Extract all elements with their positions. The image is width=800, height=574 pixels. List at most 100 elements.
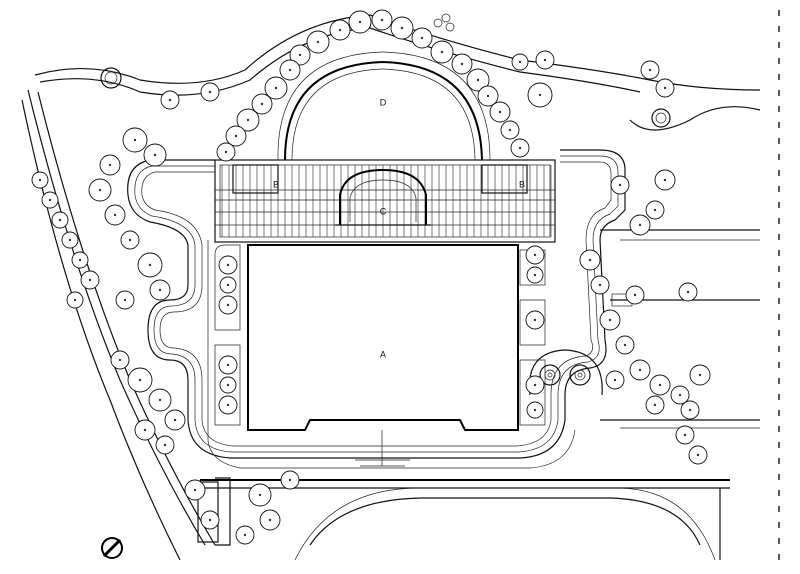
tree-trunk bbox=[338, 28, 342, 32]
label-d: D bbox=[380, 97, 387, 107]
tree-trunk bbox=[696, 453, 700, 457]
tree-trunk bbox=[168, 98, 172, 102]
tree-trunk bbox=[460, 62, 464, 66]
tree-trunk bbox=[73, 298, 77, 302]
tree-trunk bbox=[648, 68, 652, 72]
tree-trunk bbox=[274, 86, 278, 90]
tree-trunk bbox=[380, 18, 384, 22]
tree-trunk bbox=[686, 290, 690, 294]
tree-trunk bbox=[113, 213, 117, 217]
tree-trunk bbox=[508, 128, 512, 132]
tree-trunk bbox=[400, 26, 404, 30]
tree-trunk bbox=[158, 398, 162, 402]
tree-trunk bbox=[173, 418, 177, 422]
apse-d bbox=[277, 51, 491, 161]
planting-beds bbox=[214, 244, 546, 426]
tree-trunk bbox=[358, 20, 362, 24]
tree-trunk bbox=[234, 134, 238, 138]
tree-trunk bbox=[243, 533, 247, 537]
tree-trunk bbox=[663, 178, 667, 182]
tree-trunk bbox=[58, 218, 62, 222]
tree-trunk bbox=[143, 428, 147, 432]
tree-trunk bbox=[698, 373, 702, 377]
central-lawn-a bbox=[247, 244, 519, 467]
tree-trunk bbox=[678, 393, 682, 397]
outer-road bbox=[21, 14, 761, 561]
tree-trunk bbox=[98, 188, 102, 192]
deck-band bbox=[214, 159, 556, 243]
tree-trunk bbox=[533, 253, 537, 257]
tree-trunk bbox=[226, 403, 230, 407]
tree-trunk bbox=[48, 198, 52, 202]
tree-trunk bbox=[208, 90, 212, 94]
tree-trunk bbox=[258, 493, 262, 497]
tree-trunk bbox=[608, 318, 612, 322]
tree-trunk bbox=[128, 238, 132, 242]
tree-trunk bbox=[133, 138, 137, 142]
tree-trunk bbox=[78, 258, 82, 262]
tree-trunk bbox=[316, 40, 320, 44]
tree-trunk bbox=[658, 383, 662, 387]
tree-trunk bbox=[226, 383, 230, 387]
roundabouts bbox=[100, 13, 761, 131]
tree-trunk bbox=[476, 78, 480, 82]
arch-c bbox=[335, 168, 431, 226]
tree-trunk bbox=[288, 68, 292, 72]
tree-trunk bbox=[638, 223, 642, 227]
tree-trunk bbox=[613, 378, 617, 382]
label-a: A bbox=[380, 349, 386, 359]
tree-trunk bbox=[598, 283, 602, 287]
tree-trunk bbox=[88, 278, 92, 282]
trees bbox=[31, 9, 711, 545]
tree-trunk bbox=[486, 94, 490, 98]
tree-trunk bbox=[440, 50, 444, 54]
tree-trunk bbox=[638, 368, 642, 372]
north-arrow-icon bbox=[101, 537, 123, 559]
tree-trunk bbox=[226, 363, 230, 367]
tree-trunk bbox=[226, 263, 230, 267]
tree-trunk bbox=[224, 150, 228, 154]
tree-trunk bbox=[226, 303, 230, 307]
tree-trunk bbox=[653, 403, 657, 407]
tree-trunk bbox=[533, 408, 537, 412]
tree-trunk bbox=[288, 478, 292, 482]
tree-trunk bbox=[268, 518, 272, 522]
tree-trunk bbox=[518, 146, 522, 150]
tree-trunk bbox=[163, 443, 167, 447]
tree-trunk bbox=[138, 378, 142, 382]
tree-trunk bbox=[518, 60, 522, 64]
tree-trunk bbox=[193, 488, 197, 492]
tree-trunk bbox=[618, 183, 622, 187]
tree-trunk bbox=[148, 263, 152, 267]
tree-trunk bbox=[683, 433, 687, 437]
tree-trunk bbox=[533, 383, 537, 387]
tree-trunk bbox=[533, 273, 537, 277]
tree-trunk bbox=[588, 258, 592, 262]
tree-trunk bbox=[38, 178, 42, 182]
tree-trunk bbox=[543, 58, 547, 62]
tree-trunk bbox=[260, 102, 264, 106]
tree-trunk bbox=[653, 208, 657, 212]
tree-trunk bbox=[153, 153, 157, 157]
tree-trunk bbox=[246, 118, 250, 122]
tree-trunk bbox=[420, 36, 424, 40]
tree-trunk bbox=[298, 53, 302, 57]
tree-trunk bbox=[533, 318, 537, 322]
fountains bbox=[528, 349, 603, 396]
tree-trunk bbox=[158, 288, 162, 292]
tree-trunk bbox=[68, 238, 72, 242]
label-c: C bbox=[380, 206, 387, 216]
tree-trunk bbox=[623, 343, 627, 347]
tree-trunk bbox=[663, 86, 667, 90]
tree-trunk bbox=[118, 358, 122, 362]
tree-trunk bbox=[498, 110, 502, 114]
tree-trunk bbox=[108, 163, 112, 167]
tree-trunk bbox=[688, 408, 692, 412]
tree-trunk bbox=[226, 283, 230, 287]
tree-trunk bbox=[208, 518, 212, 522]
label-b-west: B bbox=[273, 179, 279, 189]
tree-trunk bbox=[633, 293, 637, 297]
tree-trunk bbox=[123, 298, 127, 302]
label-b-east: B bbox=[519, 179, 525, 189]
